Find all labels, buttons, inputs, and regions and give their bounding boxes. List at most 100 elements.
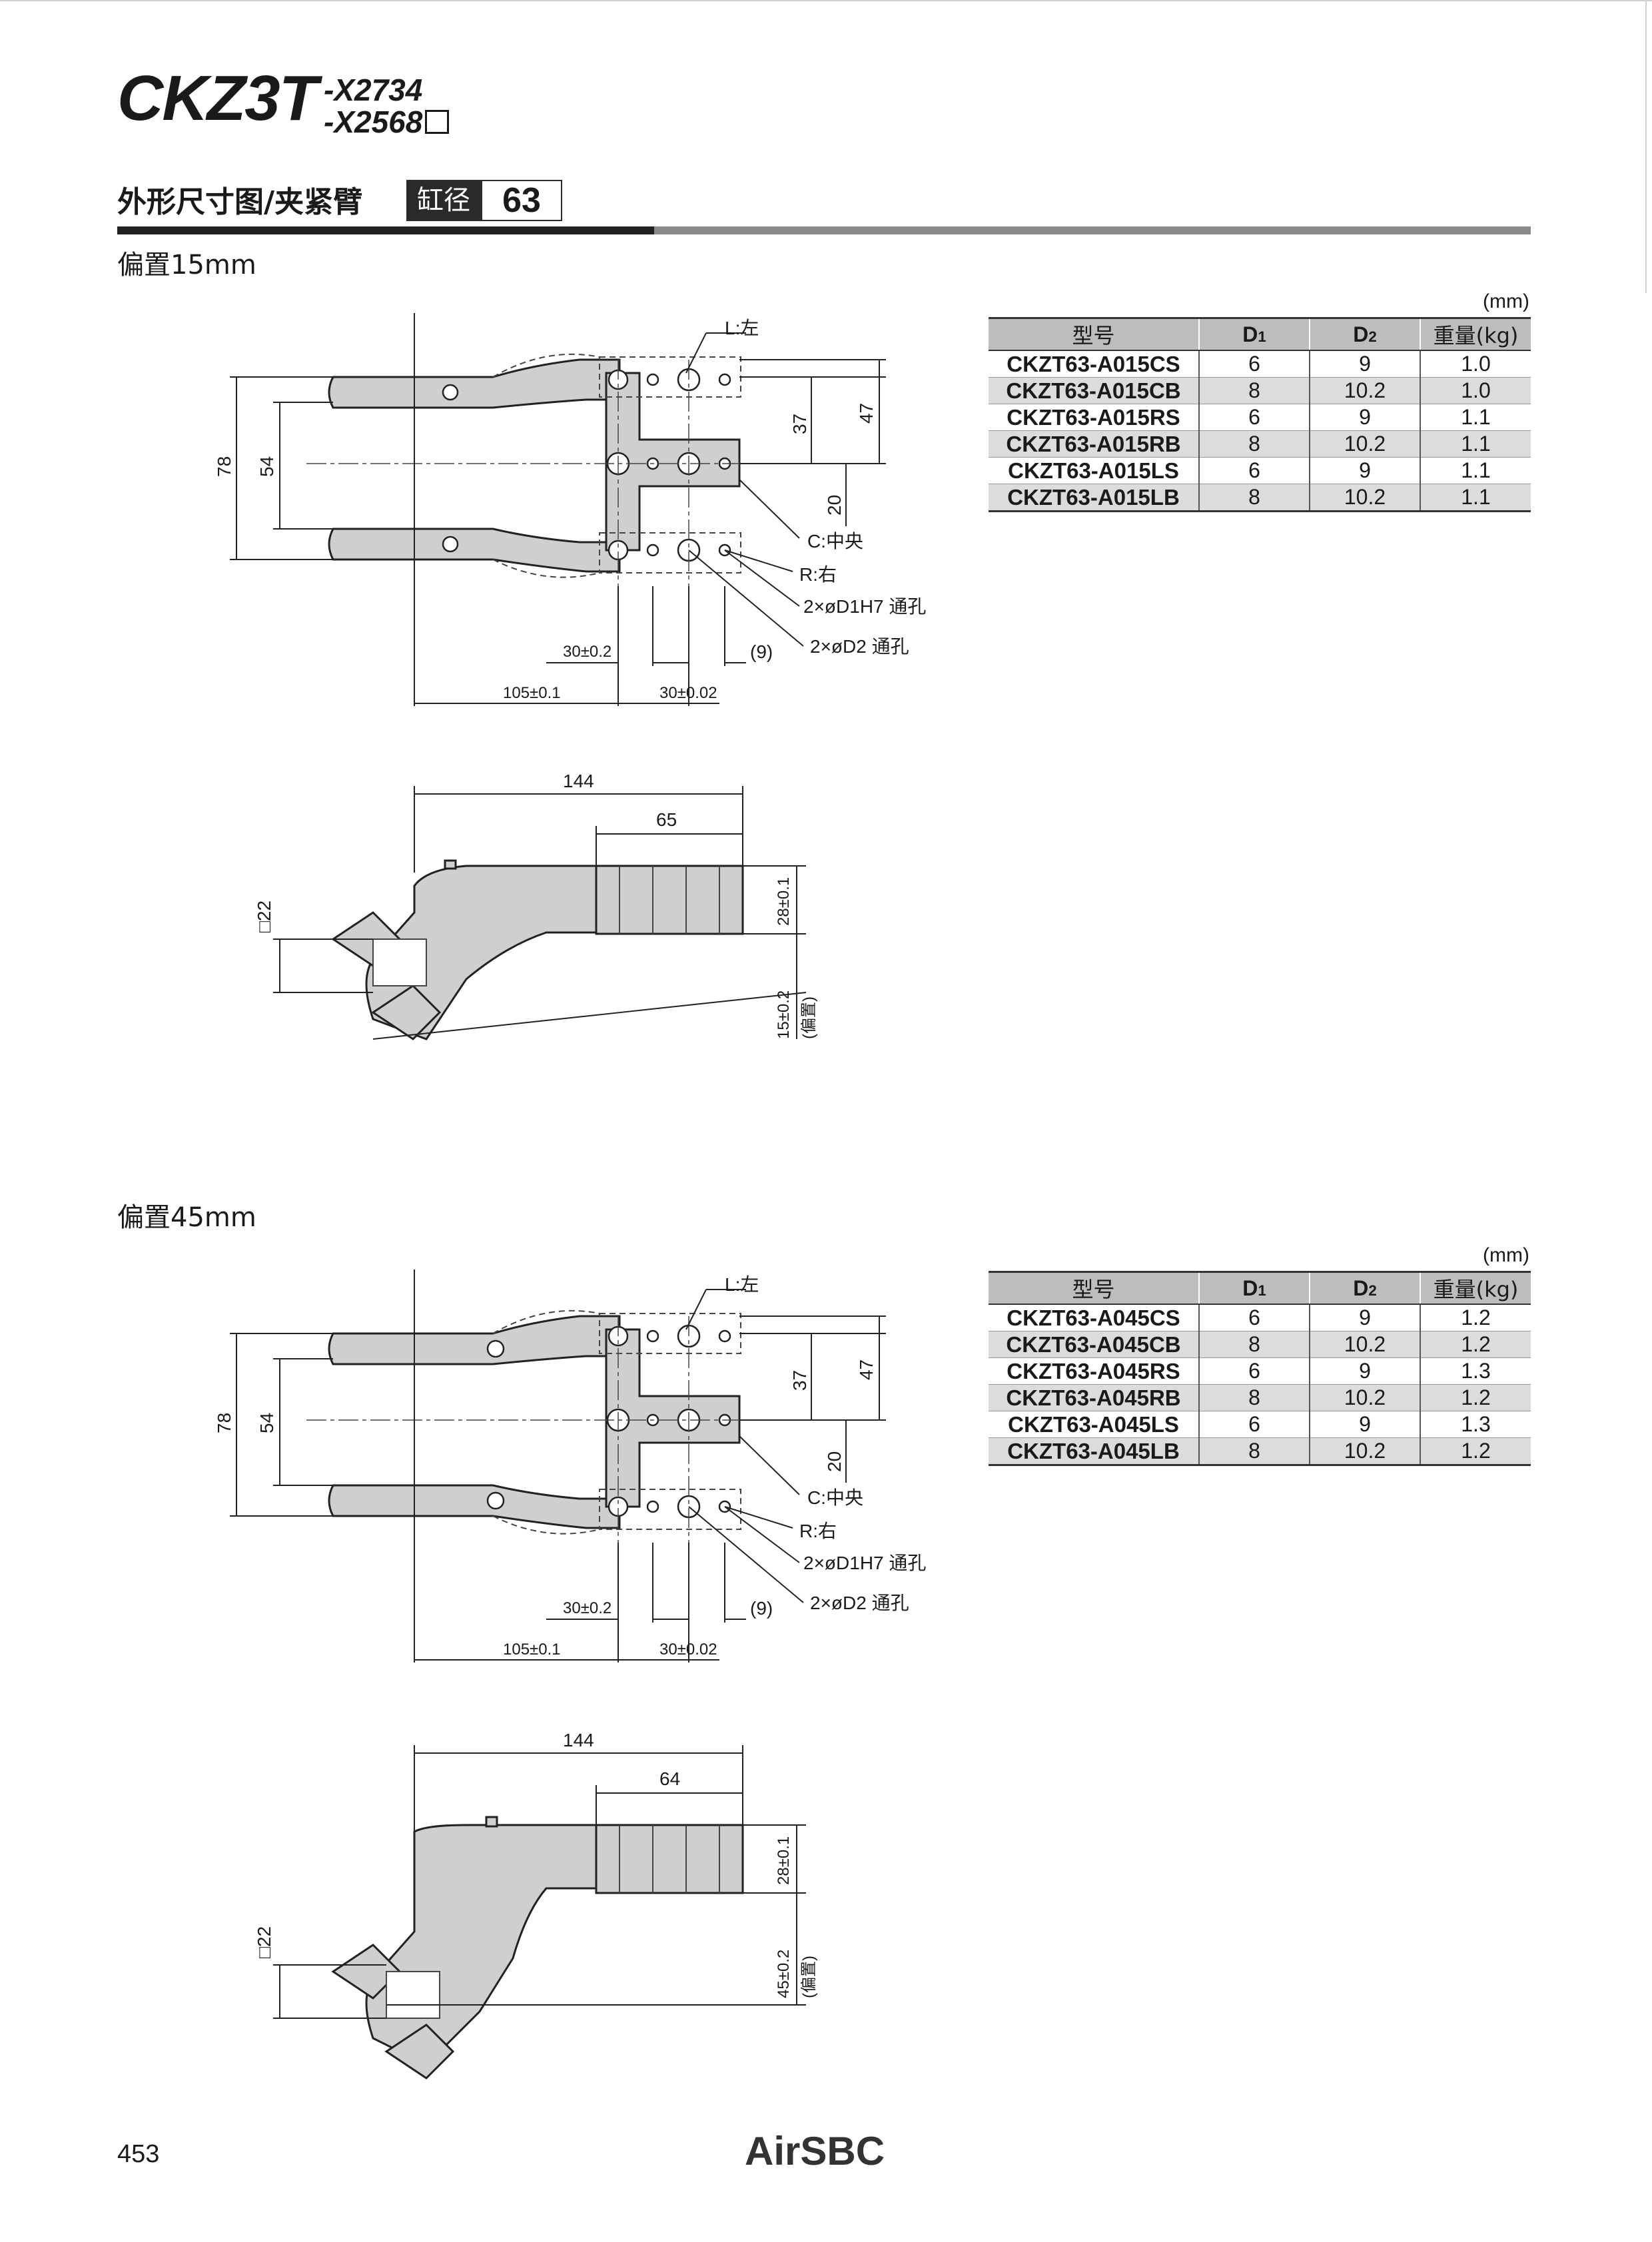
label-c-center: C:中央: [807, 1487, 863, 1508]
cell-weight: 1.1: [1420, 404, 1531, 431]
dim-65: 65: [656, 809, 677, 830]
label-hole-d1: 2×øD1H7 通孔: [803, 1553, 926, 1573]
dim-54: 54: [256, 456, 277, 477]
bore-value: 63: [481, 180, 562, 221]
dim-9: (9): [750, 1598, 773, 1619]
cell-d2: 9: [1309, 457, 1420, 484]
dim-105: 105±0.1: [503, 1641, 561, 1659]
col-model: 型号: [989, 1271, 1199, 1305]
cell-d2: 10.2: [1309, 1384, 1420, 1411]
col-weight: 重量(kg): [1420, 317, 1531, 351]
cell-model: CKZT63-A015LS: [989, 457, 1199, 484]
dim-144: 144: [563, 1730, 594, 1750]
cell-d1: 8: [1198, 1384, 1310, 1411]
cell-model: CKZT63-A045LB: [989, 1437, 1199, 1466]
cell-d2: 10.2: [1309, 1331, 1420, 1358]
dim-square-22: □22: [254, 1926, 274, 1958]
blank-box-icon: [425, 110, 450, 134]
col-d1: D1: [1198, 1271, 1310, 1305]
product-suffix-2: -X2568: [324, 107, 450, 137]
label-r-right: R:右: [799, 564, 837, 585]
cell-d1: 6: [1198, 404, 1310, 431]
cell-model: CKZT63-A045CB: [989, 1331, 1199, 1358]
dim-105: 105±0.1: [503, 684, 561, 702]
offset15-side-view: 144 65 28±0.1 □22 15±0.2 (偏置): [254, 771, 818, 1040]
product-title: CKZ3T: [117, 63, 318, 134]
cell-d1: 6: [1198, 457, 1310, 484]
right-border: [1645, 0, 1647, 293]
dim-30-02: 30±0.2: [563, 1599, 612, 1617]
dim-30-02: 30±0.2: [563, 643, 612, 661]
cell-weight: 1.0: [1420, 350, 1531, 378]
dim-30-002: 30±0.02: [659, 684, 717, 702]
col-d2: D2: [1309, 317, 1420, 351]
cell-model: CKZT63-A015RB: [989, 430, 1199, 458]
section-title: 外形尺寸图/夹紧臂: [117, 185, 363, 219]
airsbc-logo: AirSBC: [745, 2129, 885, 2171]
label-l-left: L:左: [725, 318, 759, 338]
col-weight: 重量(kg): [1420, 1271, 1531, 1305]
cell-d1: 8: [1198, 1331, 1310, 1358]
cell-d2: 9: [1309, 1357, 1420, 1385]
bore-label: 缸径: [406, 180, 481, 221]
offset15-unit: (mm): [1483, 290, 1529, 312]
cell-weight: 1.2: [1420, 1384, 1531, 1411]
dim-20: 20: [824, 495, 845, 516]
dim-78: 78: [214, 1413, 234, 1433]
offset45-label: 偏置45mm: [117, 1202, 256, 1233]
cell-weight: 1.2: [1420, 1331, 1531, 1358]
dim-78: 78: [214, 456, 234, 477]
cell-weight: 1.1: [1420, 457, 1531, 484]
cell-d2: 10.2: [1309, 430, 1420, 458]
cell-d2: 9: [1309, 1304, 1420, 1331]
cell-d1: 6: [1198, 1411, 1310, 1438]
cell-d2: 9: [1309, 1411, 1420, 1438]
dim-64: 64: [659, 1768, 680, 1789]
label-l-left: L:左: [725, 1274, 759, 1295]
dim-144: 144: [563, 771, 594, 791]
cell-model: CKZT63-A015CB: [989, 377, 1199, 404]
product-suffix-1: -X2734: [324, 73, 423, 107]
dim-30-002: 30±0.02: [659, 1641, 717, 1659]
col-model: 型号: [989, 317, 1199, 351]
label-r-right: R:右: [799, 1521, 837, 1541]
offset45-plan-view: L:左 C:中央 R:右 2×øD1H7 通孔 2×øD2 通孔 78 54 3…: [214, 1270, 926, 1663]
dim-9: (9): [750, 641, 773, 662]
cell-d1: 8: [1198, 484, 1310, 512]
dim-28: 28±0.1: [775, 877, 793, 926]
table-header-row: 型号 D1 D2 重量(kg): [989, 317, 1531, 351]
page-number: 453: [117, 2140, 160, 2168]
offset-word: (偏置): [800, 996, 818, 1039]
dim-square-22: □22: [254, 901, 274, 933]
cell-d1: 6: [1198, 350, 1310, 378]
cell-weight: 1.2: [1420, 1437, 1531, 1466]
label-hole-d2: 2×øD2 通孔: [810, 636, 909, 657]
dim-47: 47: [856, 1359, 877, 1380]
cell-d2: 10.2: [1309, 1437, 1420, 1466]
table-header-row: 型号 D1 D2 重量(kg): [989, 1271, 1531, 1305]
cell-d1: 8: [1198, 377, 1310, 404]
dim-28: 28±0.1: [775, 1836, 793, 1885]
col-d2: D2: [1309, 1271, 1420, 1305]
offset-word: (偏置): [800, 1956, 818, 1998]
cell-model: CKZT63-A045RB: [989, 1384, 1199, 1411]
cell-weight: 1.0: [1420, 377, 1531, 404]
cell-model: CKZT63-A045LS: [989, 1411, 1199, 1438]
cell-d1: 8: [1198, 430, 1310, 458]
dim-offset-45: 45±0.2: [775, 1950, 793, 1998]
cell-model: CKZT63-A045CS: [989, 1304, 1199, 1331]
dim-37: 37: [789, 1370, 810, 1391]
label-hole-d1: 2×øD1H7 通孔: [803, 596, 926, 617]
cell-weight: 1.3: [1420, 1411, 1531, 1438]
